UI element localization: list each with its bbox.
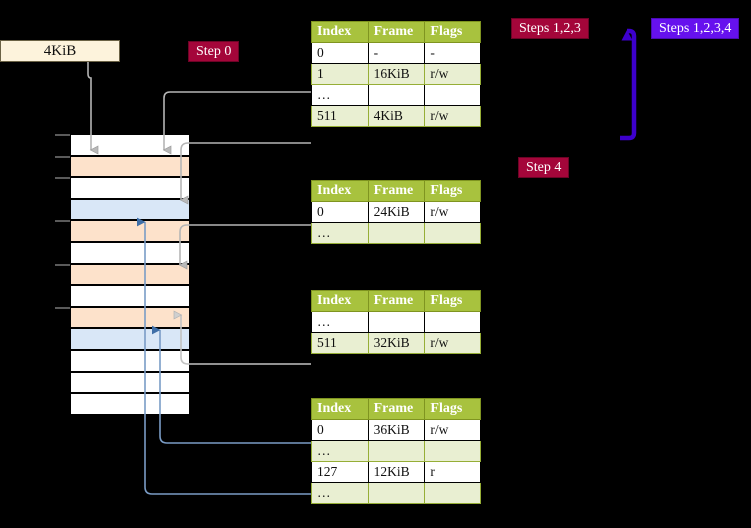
step-4-label: Step 4 bbox=[518, 157, 570, 178]
table-cell: r bbox=[424, 461, 481, 483]
table-cell bbox=[424, 482, 481, 504]
memory-row-tick bbox=[55, 306, 70, 309]
column-header-frame: Frame bbox=[367, 290, 426, 312]
memory-row-tick bbox=[55, 177, 70, 180]
table-cell bbox=[367, 311, 426, 333]
memory-row bbox=[70, 198, 190, 221]
table-row: … bbox=[311, 482, 481, 504]
memory-row bbox=[70, 306, 190, 329]
steps-1234-label: Steps 1,2,3,4 bbox=[651, 18, 740, 39]
column-header-flags: Flags bbox=[424, 290, 481, 312]
table-cell bbox=[367, 440, 426, 462]
table-row: … bbox=[311, 222, 481, 244]
memory-row-tick bbox=[55, 134, 70, 136]
memory-row bbox=[70, 220, 190, 242]
table-row: … bbox=[311, 440, 481, 462]
table-cell bbox=[424, 84, 481, 106]
table-cell: 24KiB bbox=[367, 201, 426, 223]
memory-row bbox=[70, 155, 190, 178]
column-header-frame: Frame bbox=[367, 398, 426, 420]
memory-column bbox=[55, 134, 190, 415]
table-cell: … bbox=[311, 222, 369, 244]
table-cell: 511 bbox=[311, 332, 369, 354]
step-0-label: Step 0 bbox=[188, 41, 240, 62]
column-header-flags: Flags bbox=[424, 398, 481, 420]
wire-table1-row0 bbox=[178, 224, 311, 270]
table-cell: 4KiB bbox=[367, 105, 426, 127]
table-cell bbox=[367, 482, 426, 504]
column-header-index: Index bbox=[311, 398, 369, 420]
column-header-flags: Flags bbox=[424, 21, 481, 43]
table-cell: … bbox=[311, 84, 369, 106]
table-cell bbox=[367, 84, 426, 106]
memory-row bbox=[70, 350, 190, 372]
table-cell: 32KiB bbox=[367, 332, 426, 354]
table-cell: … bbox=[311, 311, 369, 333]
memory-row bbox=[70, 177, 190, 199]
table-cell: 36KiB bbox=[367, 419, 426, 441]
memory-row-tick bbox=[55, 220, 70, 223]
table-cell: 0 bbox=[311, 201, 369, 223]
table-cell: r/w bbox=[424, 419, 481, 441]
table-cell: r/w bbox=[424, 105, 481, 127]
column-header-index: Index bbox=[311, 290, 369, 312]
steps-123-label: Steps 1,2,3 bbox=[511, 18, 589, 39]
table-cell: 12KiB bbox=[367, 461, 426, 483]
table-cell: 1 bbox=[311, 63, 369, 85]
table-cell: - bbox=[424, 42, 481, 64]
table-cell: 0 bbox=[311, 419, 369, 441]
memory-row bbox=[70, 263, 190, 286]
memory-row bbox=[70, 285, 190, 307]
wire-table2-row511 bbox=[173, 310, 311, 365]
memory-row-tick bbox=[55, 263, 70, 266]
column-header-index: Index bbox=[311, 21, 369, 43]
memory-row bbox=[70, 393, 190, 415]
wire-table0-row511 bbox=[179, 142, 311, 205]
table-cell bbox=[424, 311, 481, 333]
table-cell: r/w bbox=[424, 201, 481, 223]
table-cell: … bbox=[311, 440, 369, 462]
memory-row bbox=[70, 242, 190, 264]
table-cell: 127 bbox=[311, 461, 369, 483]
table-cell: 16KiB bbox=[367, 63, 426, 85]
memory-row bbox=[70, 371, 190, 394]
table-row: … bbox=[311, 311, 481, 333]
table-cell: 511 bbox=[311, 105, 369, 127]
table-cell bbox=[367, 222, 426, 244]
table-cell: … bbox=[311, 482, 369, 504]
table-row: … bbox=[311, 84, 481, 106]
size-label-box: 4KiB bbox=[0, 40, 120, 62]
column-header-frame: Frame bbox=[367, 21, 426, 43]
table-cell: r/w bbox=[424, 63, 481, 85]
table-cell bbox=[424, 440, 481, 462]
table-cell: 0 bbox=[311, 42, 369, 64]
purple-bracket-arrow bbox=[620, 28, 637, 141]
table-cell: r/w bbox=[424, 332, 481, 354]
column-header-index: Index bbox=[311, 180, 369, 202]
memory-row-tick bbox=[55, 155, 70, 158]
table-cell: - bbox=[367, 42, 426, 64]
column-header-flags: Flags bbox=[424, 180, 481, 202]
table-row: 0-- bbox=[311, 42, 481, 64]
table-cell bbox=[424, 222, 481, 244]
memory-row bbox=[70, 134, 190, 156]
memory-row bbox=[70, 328, 190, 350]
column-header-frame: Frame bbox=[367, 180, 426, 202]
